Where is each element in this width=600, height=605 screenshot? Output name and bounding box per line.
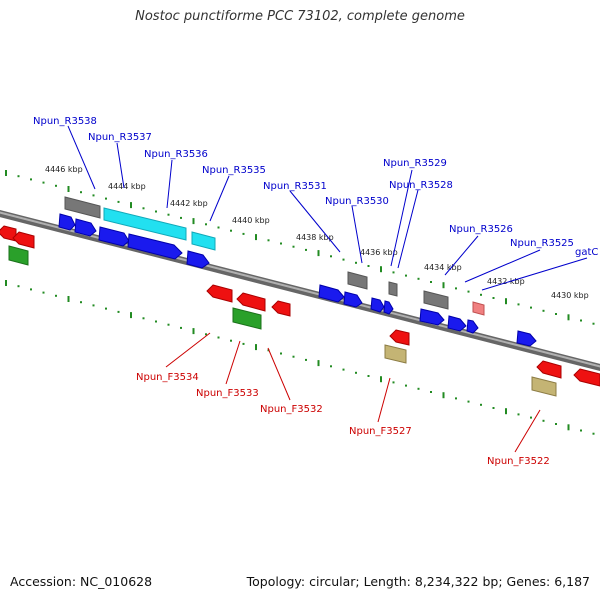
gene-blue xyxy=(447,315,467,332)
label-npun-f3533: Npun_F3533 xyxy=(196,388,259,399)
gene-cyan xyxy=(103,207,187,241)
label-npun-r3530: Npun_R3530 xyxy=(325,196,389,207)
gene-red xyxy=(536,360,562,379)
gene-blue xyxy=(186,250,210,269)
gene-green xyxy=(8,245,29,266)
gene-gray xyxy=(64,196,101,219)
ruler-labels: 4446 kbp 4444 kbp 4442 kbp 4440 kbp 4438… xyxy=(45,165,589,300)
gene-green xyxy=(232,307,262,330)
reverse-features xyxy=(0,225,600,397)
ruler-label-4432: 4432 kbp xyxy=(487,277,525,286)
ruler-label-4436: 4436 kbp xyxy=(360,248,398,257)
ruler-label-4438: 4438 kbp xyxy=(296,233,334,242)
label-npun-r3526: Npun_R3526 xyxy=(449,224,513,235)
gene-blue xyxy=(318,284,345,303)
reverse-leader-lines xyxy=(165,332,541,453)
label-npun-f3532: Npun_F3532 xyxy=(260,404,323,415)
map-title: Nostoc punctiforme PCC 73102, complete g… xyxy=(135,9,465,24)
gene-blue xyxy=(466,319,479,334)
forward-features-inner xyxy=(58,213,537,347)
gene-cyan xyxy=(191,231,216,251)
label-npun-f3534: Npun_F3534 xyxy=(136,372,199,383)
ruler-ticks-upper xyxy=(5,170,595,325)
reverse-gene-labels: Npun_F3534 Npun_F3533 Npun_F3532 Npun_F3… xyxy=(136,372,550,467)
gene-blue xyxy=(98,226,130,247)
gene-pink xyxy=(472,301,485,316)
genome-backbone-highlight xyxy=(0,211,600,368)
genome-summary-text: Topology: circular; Length: 8,234,322 bp… xyxy=(246,574,590,589)
ruler-ticks-lower xyxy=(5,280,595,435)
gene-red xyxy=(271,300,291,317)
gene-blue xyxy=(343,291,363,308)
label-gatc: gatC xyxy=(575,247,598,258)
label-npun-r3525: Npun_R3525 xyxy=(510,238,574,249)
gene-khaki xyxy=(531,376,557,397)
gene-blue xyxy=(58,213,76,231)
ruler-label-4442: 4442 kbp xyxy=(170,199,208,208)
ruler-label-4444: 4444 kbp xyxy=(108,182,146,191)
forward-leader-lines xyxy=(67,125,588,291)
label-npun-f3522: Npun_F3522 xyxy=(487,456,550,467)
accession-text: Accession: NC_010628 xyxy=(10,574,153,589)
gene-red xyxy=(0,225,17,242)
gene-blue xyxy=(419,308,445,326)
forward-features-outer xyxy=(64,196,485,316)
label-npun-r3529: Npun_R3529 xyxy=(383,158,447,169)
gene-khaki xyxy=(384,344,407,364)
label-npun-r3528: Npun_R3528 xyxy=(389,180,453,191)
ruler-label-4434: 4434 kbp xyxy=(424,263,462,272)
gene-red xyxy=(389,329,410,346)
forward-gene-labels: Npun_R3538 Npun_R3537 Npun_R3536 Npun_R3… xyxy=(33,116,598,258)
gene-gray xyxy=(388,281,398,297)
ruler-label-4440: 4440 kbp xyxy=(232,216,270,225)
gene-blue xyxy=(74,218,97,237)
gene-red xyxy=(573,368,600,387)
label-npun-r3531: Npun_R3531 xyxy=(263,181,327,192)
gene-gray xyxy=(347,271,368,290)
label-npun-r3536: Npun_R3536 xyxy=(144,149,208,160)
label-npun-f3527: Npun_F3527 xyxy=(349,426,412,437)
label-npun-r3537: Npun_R3537 xyxy=(88,132,152,143)
ruler-label-4446: 4446 kbp xyxy=(45,165,83,174)
label-npun-r3535: Npun_R3535 xyxy=(202,165,266,176)
ruler-label-4430: 4430 kbp xyxy=(551,291,589,300)
gene-blue xyxy=(383,300,394,315)
gene-blue xyxy=(127,233,183,260)
label-npun-r3538: Npun_R3538 xyxy=(33,116,97,127)
gene-red xyxy=(12,231,35,249)
gene-blue xyxy=(370,297,385,313)
gene-red xyxy=(206,284,233,303)
gene-blue xyxy=(516,330,537,347)
gene-red xyxy=(236,292,266,312)
gene-gray xyxy=(423,290,449,310)
